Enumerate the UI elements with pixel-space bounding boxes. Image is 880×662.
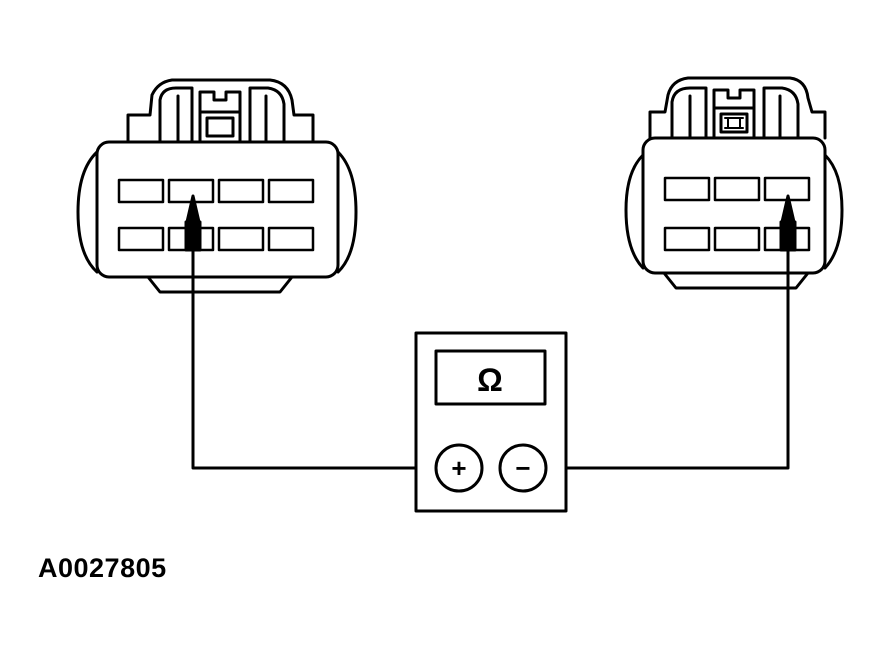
ohmmeter: [414, 331, 568, 513]
figure-id-label: A0027805: [38, 553, 167, 583]
left-connector-side-flare-left: [76, 150, 99, 274]
negative-test-lead: [544, 208, 790, 470]
right-connector-body: [641, 136, 827, 275]
left-connector-cavities-row-1: [117, 178, 315, 204]
right-connector-bottom-lip: [662, 271, 810, 290]
left-connector-latch-arm-right: [248, 86, 286, 144]
left-connector: [76, 78, 358, 294]
positive-terminal: [434, 443, 484, 493]
ohmmeter-display: [434, 349, 547, 406]
left-connector-body: [95, 140, 340, 279]
positive-test-lead: [191, 208, 440, 470]
right-connector-side-flare-left: [624, 153, 645, 270]
left-connector-lock-tab: [198, 110, 242, 144]
left-connector-side-flare-right: [336, 150, 358, 274]
negative-terminal-label: −: [515, 453, 530, 483]
right-connector: [624, 76, 844, 290]
left-connector-top-step: [126, 78, 315, 144]
negative-terminal: [498, 443, 548, 493]
right-connector-side-flare-right: [823, 153, 844, 270]
right-connector-top-step: [648, 76, 827, 140]
left-connector-cavities-row-2: [117, 226, 315, 252]
right-connector-latch-arm-right: [762, 86, 800, 140]
left-connector-bottom-lip: [146, 275, 294, 294]
left-connector-latch-arm-left: [158, 86, 194, 144]
right-connector-latch-arm-left: [670, 86, 708, 140]
ohmmeter-display-symbol: Ω: [477, 362, 503, 398]
positive-terminal-label: +: [451, 453, 466, 483]
right-connector-lock-tab: [712, 106, 756, 140]
